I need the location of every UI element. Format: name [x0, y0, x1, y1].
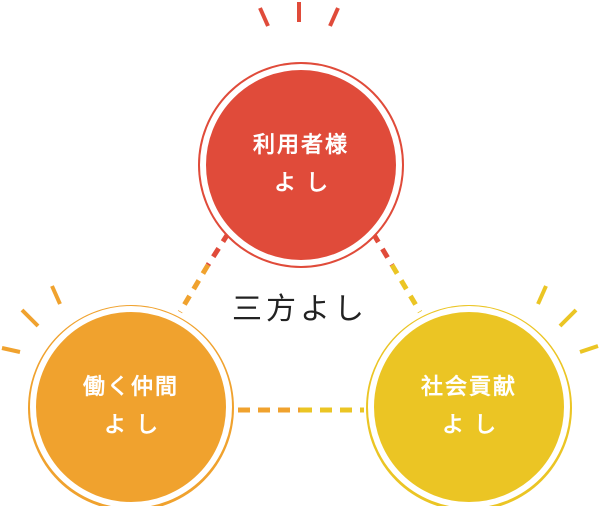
rays-right	[536, 285, 599, 354]
circle-users-label: 利用者様 よし	[253, 127, 349, 203]
rays-left	[1, 285, 62, 354]
circle-society: 社会貢献 よし	[368, 306, 570, 508]
circle-society-line2: よし	[441, 413, 506, 438]
circle-colleagues: 働く仲間 よし	[30, 306, 232, 508]
circle-users-line1: 利用者様	[252, 133, 349, 158]
rays-top	[258, 2, 340, 27]
circle-users: 利用者様 よし	[200, 64, 402, 266]
circle-colleagues-line1: 働く仲間	[82, 375, 179, 400]
circle-society-label: 社会貢献 よし	[421, 369, 517, 445]
circle-colleagues-label: 働く仲間 よし	[83, 369, 179, 445]
circle-users-line2: よし	[273, 171, 338, 196]
circle-colleagues-line2: よし	[103, 413, 168, 438]
circle-society-line1: 社会貢献	[420, 375, 517, 400]
center-title: 三方よし	[232, 292, 368, 327]
